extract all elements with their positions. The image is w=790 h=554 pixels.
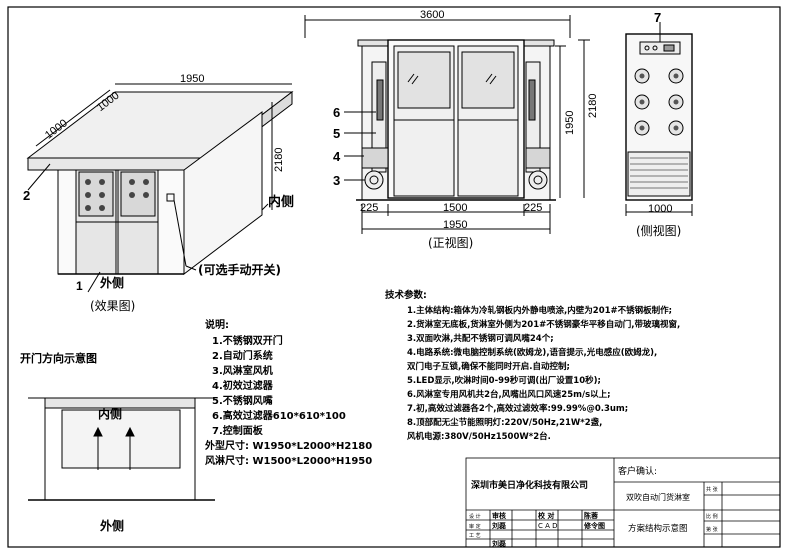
customer-confirm: 客户确认: — [618, 465, 657, 477]
tech-line-1: 1.主体结构:箱体为冷轧钢板内外静电喷涂,内壁为201#不锈钢板制作; — [407, 305, 672, 316]
door-label-inside: 内侧 — [98, 406, 122, 421]
caption-front-view: (正视图) — [428, 235, 473, 250]
tech-line-7: 6.风淋室专用风机共2台,风嘴出风口风速25m/s以上; — [407, 389, 611, 400]
callout-2: 2 — [23, 188, 30, 203]
cell-name2: 刘磊 — [492, 539, 506, 548]
product-name: 双吹自动门货淋室 — [626, 492, 690, 502]
dim-iso-width: 1950 — [180, 73, 204, 85]
legend-item-4: 4.初效过滤器 — [212, 379, 274, 392]
dim-door-width: 1500 — [443, 202, 467, 214]
cell-name1: 刘磊 — [492, 521, 506, 530]
dim-front-base: 1950 — [443, 219, 467, 231]
legend-item-1: 1.不锈钢双开门 — [212, 334, 283, 347]
side-view-labels: 7 1000 (侧视图) — [636, 10, 681, 238]
company-name: 深圳市美日净化科技有限公司 — [471, 479, 588, 491]
isometric-view — [26, 83, 294, 293]
label-outside-iso: 外侧 — [100, 275, 124, 290]
legend: 说明: 1.不锈钢双开门 2.自动门系统 3.风淋室风机 4.初效过滤器 5.不… — [204, 318, 372, 467]
front-view-labels: 3600 225 1500 225 1950 1950 2180 6 5 4 3… — [333, 9, 599, 250]
drawing-title: 方案结构示意图 — [628, 523, 688, 534]
sheet-border — [7, 6, 781, 548]
legend-item-2: 2.自动门系统 — [212, 349, 273, 362]
cell-review: 审核 — [492, 511, 506, 520]
cell-revise: 修令图 — [583, 521, 605, 530]
label-inside-iso: 内侧 — [268, 194, 294, 210]
door-label-outside: 外侧 — [100, 518, 124, 533]
dim-iso-height: 2180 — [273, 148, 285, 172]
callout-6: 6 — [333, 105, 340, 120]
dim-side-depth: 1000 — [648, 203, 672, 215]
cell-scale: 比 例 — [706, 513, 718, 520]
callout-1: 1 — [76, 279, 83, 293]
tech-line-8: 7.初,高效过滤器各2个,高效过滤效率:99.99%@0.3um; — [407, 403, 628, 414]
cell-page: 第 张 — [706, 526, 718, 533]
caption-side-view: (侧视图) — [636, 223, 681, 238]
callout-7: 7 — [654, 10, 661, 25]
dim-front-width: 3600 — [420, 9, 444, 21]
cell-design: 设 计 — [469, 513, 481, 520]
legend-inner-size: 风淋尺寸: W1500*L2000*H1950 — [205, 454, 372, 467]
label-optional-switch: (可选手动开关) — [198, 262, 281, 277]
cell-sheet: 共 张 — [706, 486, 718, 493]
cell-craft: 工 艺 — [469, 533, 481, 539]
legend-title: 说明: — [205, 318, 229, 331]
door-direction-diagram — [28, 397, 215, 501]
dim-frame-height: 1950 — [564, 111, 576, 135]
tech-line-9: 8.顶部配无尘节能照明灯:220V/50Hz,21W*2盏, — [407, 417, 602, 428]
dim-side-right: 225 — [524, 202, 542, 214]
tech-line-6: 5.LED显示,吹淋时间0-99秒可调(出厂设置10秒); — [407, 375, 601, 386]
tech-line-5: 双门电子互锁,确保不能同时开启.自动控制; — [407, 361, 570, 372]
title-block-text: 深圳市美日净化科技有限公司 客户确认: 双吹自动门货淋室 方案结构示意图 审核 … — [469, 465, 718, 548]
tech-line-10: 风机电源:380V/50Hz1500W*2台. — [407, 431, 551, 442]
caption-effect-view: (效果图) — [90, 298, 135, 313]
manual-switch — [166, 193, 175, 202]
callout-4: 4 — [333, 149, 341, 164]
cell-confirm: 审 定 — [469, 523, 481, 530]
legend-item-6: 6.高效过滤器610*610*100 — [212, 409, 346, 422]
legend-item-7: 7.控制面板 — [212, 424, 264, 437]
tech-parameters: 技术参数: 1.主体结构:箱体为冷轧钢板内外静电喷涂,内壁为201#不锈钢板制作… — [385, 289, 680, 442]
tech-line-4: 4.电路系统:微电脑控制系统(欧姆龙),语音提示,光电感应(欧姆龙), — [407, 347, 657, 358]
legend-item-3: 3.风淋室风机 — [212, 364, 273, 377]
tech-title: 技术参数: — [385, 289, 427, 301]
legend-outer-size: 外型尺寸: W1950*L2000*H2180 — [204, 439, 372, 452]
cell-check: 校 对 — [538, 511, 554, 520]
tech-line-3: 3.双面吹淋,共配不锈钢可调风嘴24个; — [407, 333, 554, 344]
cell-drawn: 陈蓉 — [584, 511, 599, 520]
title-block — [465, 457, 781, 548]
callout-3: 3 — [333, 173, 340, 188]
door-direction-title: 开门方向示意图 — [20, 351, 97, 365]
front-view — [304, 15, 590, 234]
callout-5: 5 — [333, 126, 340, 141]
side-view — [625, 22, 693, 216]
dim-side-left: 225 — [360, 202, 378, 214]
tech-line-2: 2.货淋室无底板,货淋室外侧为201#不锈钢豪华平移自动门,带玻璃视窗, — [407, 319, 680, 330]
dim-front-height: 2180 — [587, 94, 599, 118]
legend-item-5: 5.不锈钢风嘴 — [212, 394, 273, 407]
cell-cad: C A D — [538, 522, 558, 530]
